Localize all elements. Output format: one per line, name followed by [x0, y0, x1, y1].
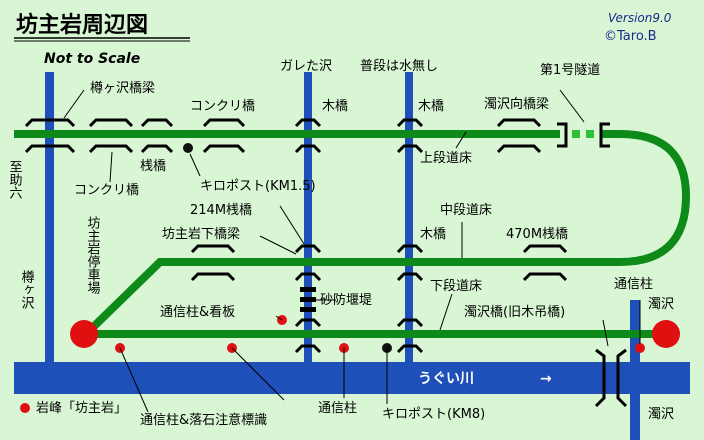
pole-right-label: 通信柱: [614, 277, 653, 292]
concrete-bridge-left-label: コンクリ橋: [74, 183, 139, 198]
scale-note: Not to Scale: [44, 51, 140, 67]
upper-road-label: 上段道床: [420, 151, 472, 166]
copyright-label: ©Taro.B: [604, 29, 657, 44]
nigorizawa-bridge-symbol: [594, 348, 628, 408]
legend-rock-dot: [20, 403, 30, 413]
lower-road-label: 下段道床: [430, 279, 482, 294]
trestle-bridge-label: 桟橋: [140, 159, 166, 174]
map-title: 坊主岩周辺図: [16, 12, 148, 38]
pole-bottom-label: 通信柱: [318, 401, 357, 416]
trestle-214m-label: 214M桟橋: [190, 203, 252, 218]
upper-bridges: [24, 118, 542, 154]
concrete-bridge-top-label: コンクリ橋: [190, 99, 255, 114]
tarugasawa-stream: [45, 72, 54, 364]
tunnel-segment-a: [572, 130, 580, 138]
tunnel-segment-b: [586, 130, 594, 138]
km-post-1-5-dot: [183, 143, 193, 153]
wood-bridge-2-label: 木橋: [418, 99, 444, 114]
wood-bridge-1-label: 木橋: [322, 99, 348, 114]
tarugasawa-bridge-label: 樽ヶ沢橋梁: [90, 80, 155, 96]
middle-road-label: 中段道床: [440, 203, 492, 218]
nigorizawa-bridge-label: 濁沢橋(旧木吊橋): [464, 304, 565, 320]
nigorizawa-top-label: 濁沢: [648, 296, 674, 312]
middle-track: [81, 130, 691, 339]
mizunashi-stream: [405, 72, 413, 364]
tunnel-west-portal: [557, 122, 568, 148]
tunnel-label: 第1号隧道: [540, 62, 600, 78]
pole-sign-label: 通信柱&看板: [160, 304, 235, 320]
sukeroku-direction-label: 至助六: [7, 160, 23, 199]
mizunashi-label: 普段は水無し: [360, 59, 438, 74]
bozu-rock-west: [70, 320, 98, 348]
pole-right-dot: [635, 343, 645, 353]
lower-bridges: [294, 318, 424, 354]
version-label: Version9.0: [608, 11, 672, 25]
garetazawa-label: ガレた沢: [280, 59, 332, 74]
tarugasawa-label: 樽ヶ沢: [19, 269, 35, 309]
bridge-bottom: [24, 144, 76, 154]
river-label: うぐい川: [418, 371, 474, 387]
wood-bridge-3-label: 木橋: [420, 227, 446, 242]
leader-lines: [63, 89, 641, 413]
km-post-8-label: キロポスト(KM8): [382, 407, 485, 422]
rock-legend-label: 岩峰「坊主岩」: [36, 401, 127, 416]
station-label: 坊主岩停車場: [85, 216, 101, 294]
bridge-top: [24, 118, 76, 128]
nigorizawa-bottom-label: 濁沢: [648, 406, 674, 422]
trestle-470m-label: 470M桟橋: [506, 227, 568, 242]
nigorizawa-stream: [630, 300, 640, 440]
bozu-lower-bridge-label: 坊主岩下橋梁: [162, 227, 240, 242]
sabo-dam-symbol: [300, 287, 316, 312]
rock-east: [652, 320, 680, 348]
middle-bridges: [190, 244, 568, 282]
garetazawa-stream: [304, 72, 312, 364]
km-post-1-5-label: キロポスト(KM1.5): [200, 179, 316, 194]
river-flow-arrow: →: [540, 371, 552, 387]
uguigawa-river: [14, 362, 690, 394]
pole-rockfall-label: 通信柱&落石注意標識: [140, 412, 267, 428]
nigorizawa-approach-label: 濁沢向橋梁: [484, 96, 549, 112]
tunnel-east-portal: [599, 122, 610, 148]
sabo-dam-label: 砂防堰堤: [320, 292, 372, 308]
